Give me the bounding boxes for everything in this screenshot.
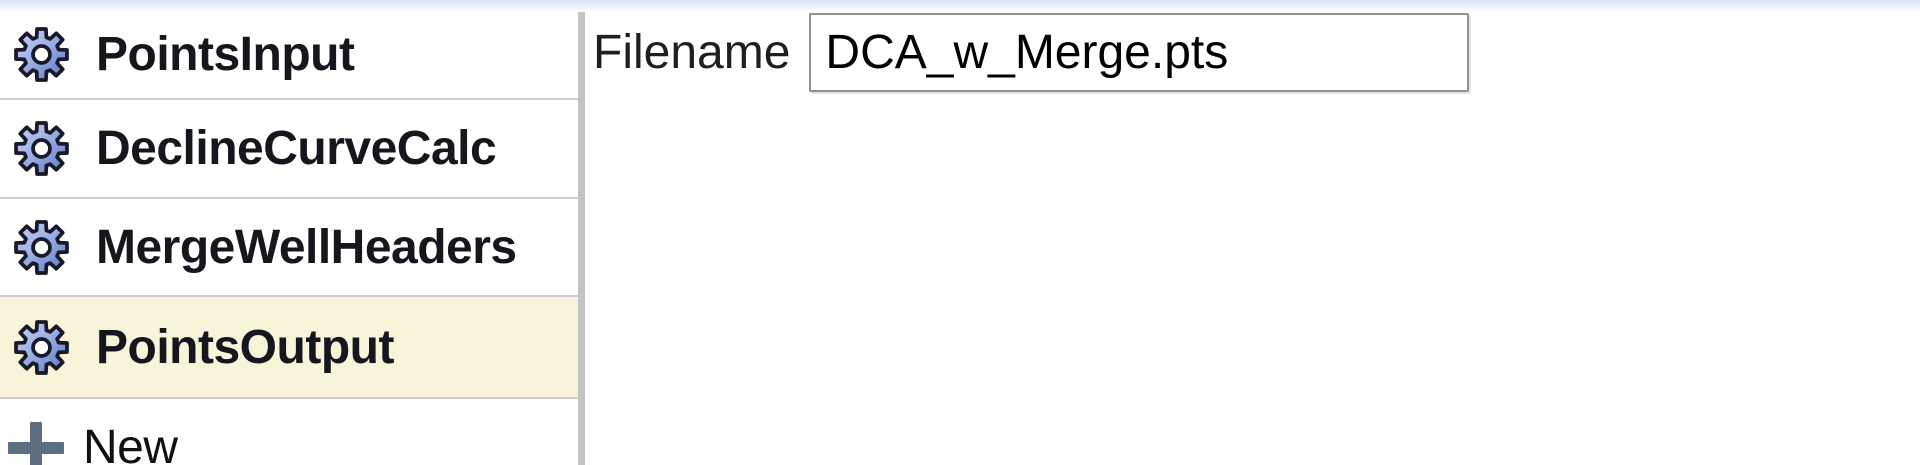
- sidebar-item-merge-well-headers[interactable]: MergeWellHeaders: [0, 199, 578, 297]
- module-settings-panel: Filename: [585, 0, 1920, 465]
- gear-icon: [12, 218, 70, 276]
- filename-input[interactable]: [809, 12, 1470, 92]
- sidebar-item-points-output[interactable]: PointsOutput: [0, 297, 578, 399]
- sidebar-item-label: MergeWellHeaders: [96, 220, 517, 274]
- gear-icon: [12, 318, 70, 376]
- sidebar-item-points-input[interactable]: PointsInput: [0, 11, 578, 100]
- sidebar-item-label: PointsOutput: [96, 320, 394, 374]
- gear-icon: [12, 26, 70, 84]
- plus-icon: [7, 419, 65, 465]
- sidebar-item-decline-curve-calc[interactable]: DeclineCurveCalc: [0, 100, 578, 199]
- module-sidebar: PointsInput DeclineCurveCalc MergeWellHe…: [0, 0, 578, 465]
- sidebar-item-label: DeclineCurveCalc: [96, 122, 497, 175]
- filename-label: Filename: [593, 25, 791, 79]
- gear-icon: [12, 120, 70, 178]
- pane-divider: [578, 0, 585, 465]
- filename-field-row: Filename: [585, 0, 1920, 104]
- sidebar-item-label: PointsInput: [96, 28, 355, 81]
- new-module-label: New: [83, 421, 178, 465]
- new-module-button[interactable]: New: [0, 399, 578, 465]
